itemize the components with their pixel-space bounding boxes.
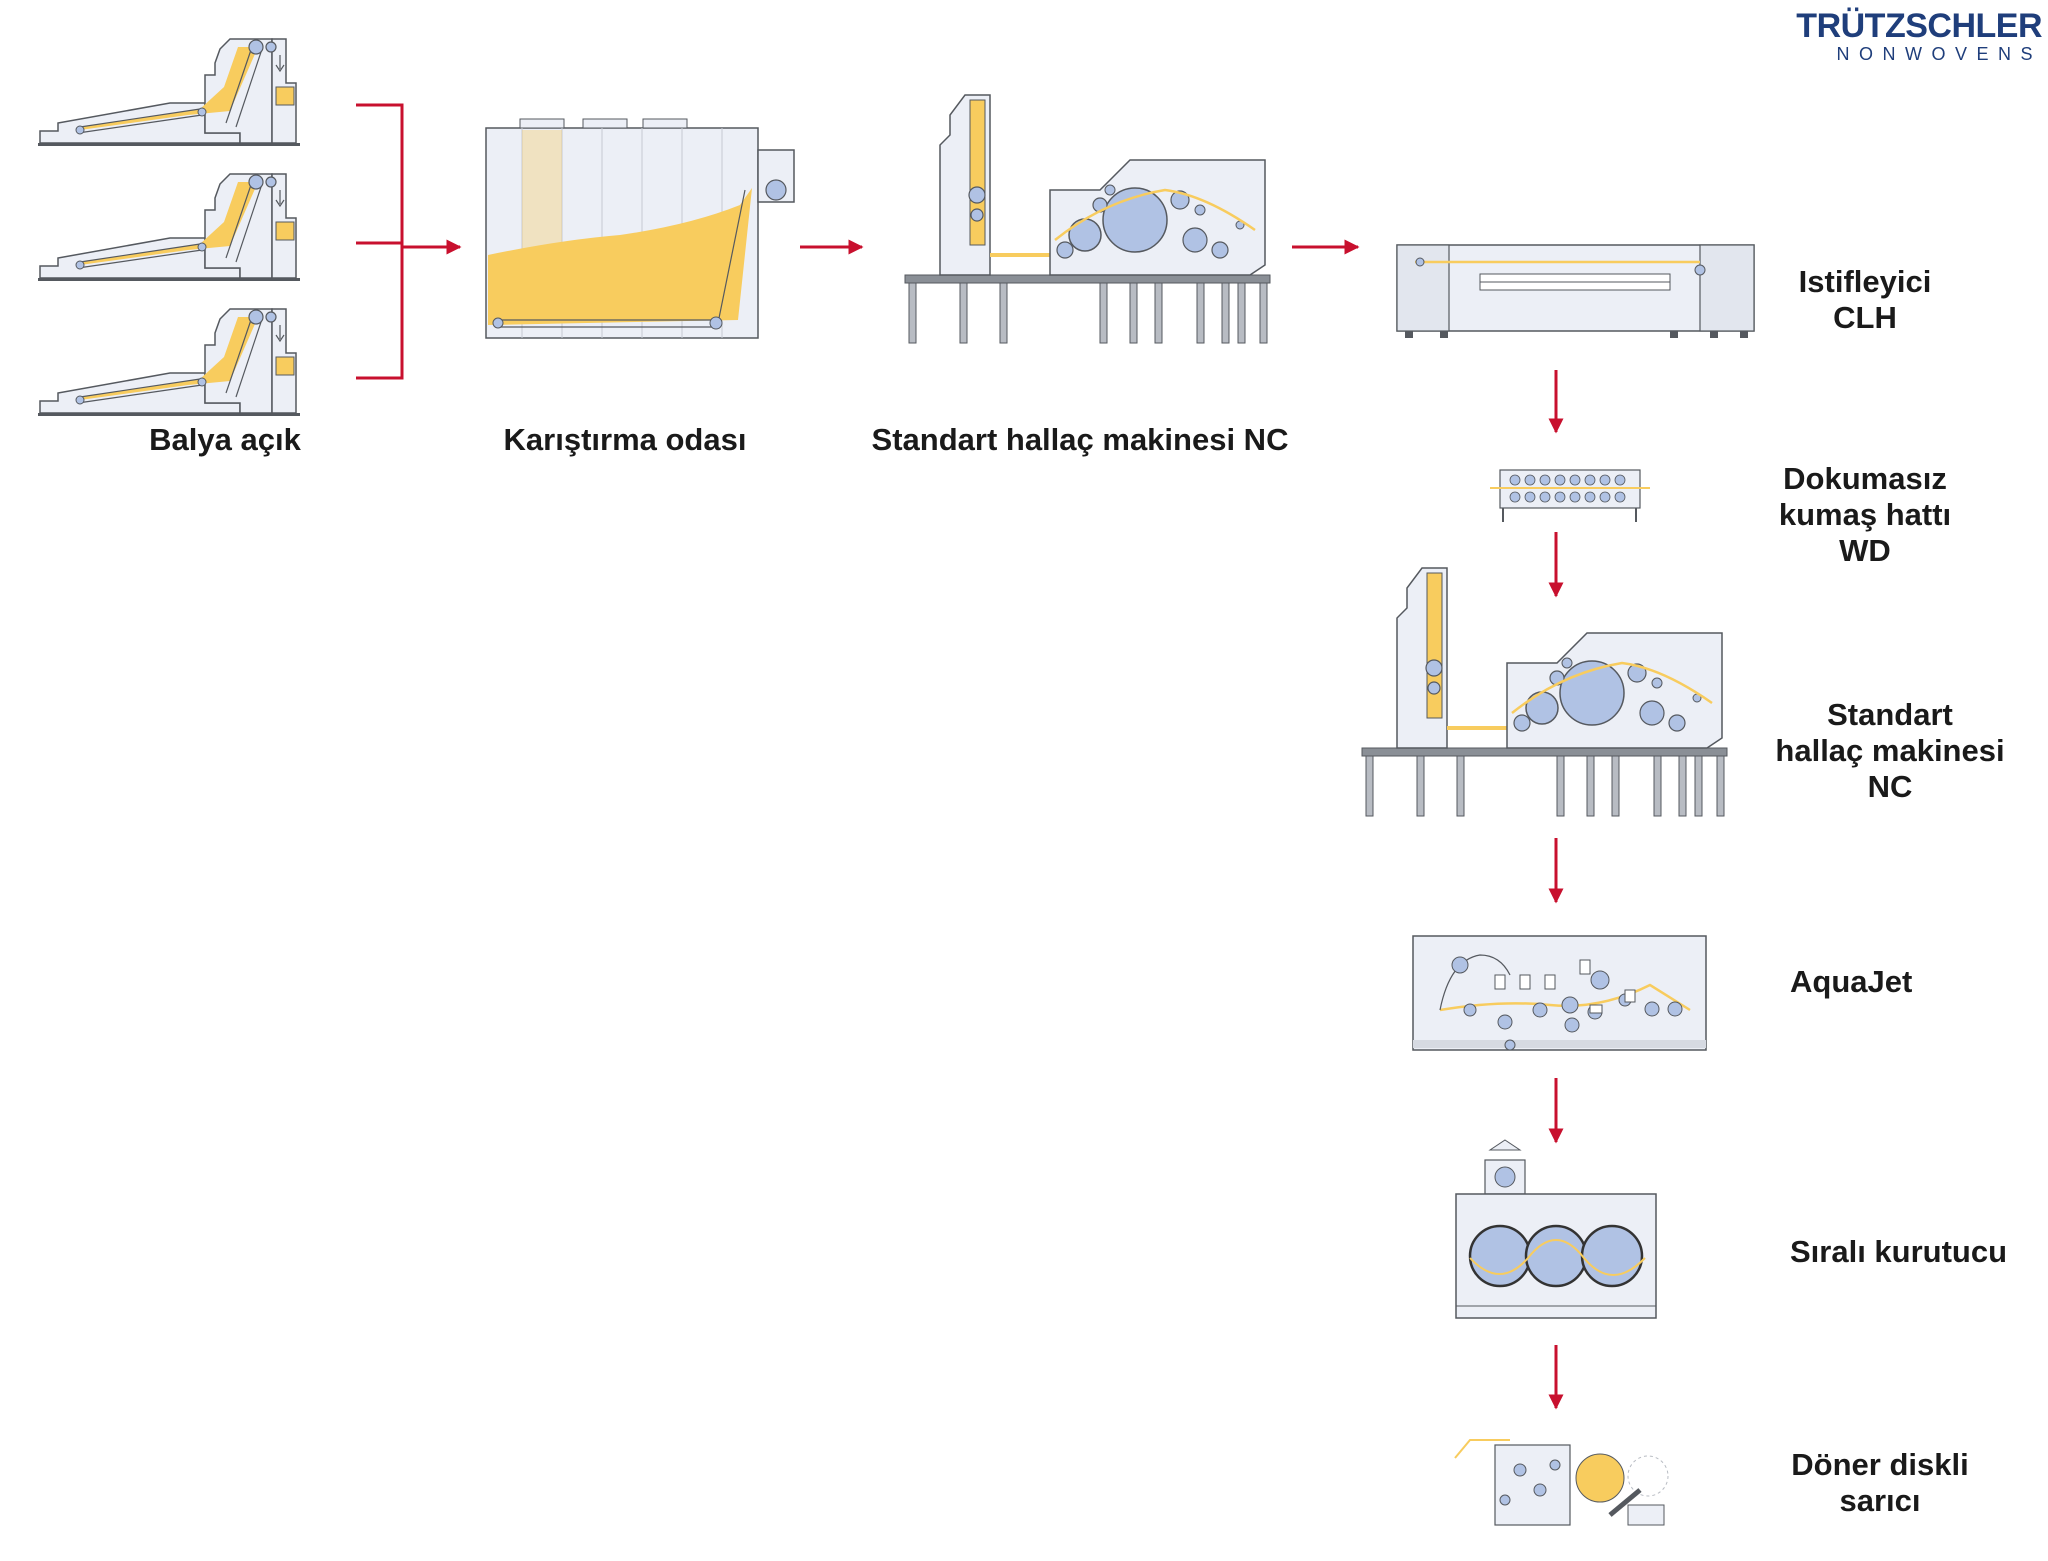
logo-division: NONWOVENS xyxy=(1836,44,2042,64)
label-card-top-text: Standart hallaç makinesi NC xyxy=(871,422,1289,457)
label-mixing-chamber-text: Karıştırma odası xyxy=(503,422,747,457)
logo-brand: TRÜTZSCHLER xyxy=(1796,7,2042,45)
label-bale-opener: Balya açık xyxy=(125,422,325,458)
label-card-top: Standart hallaç makinesi NC xyxy=(860,422,1300,458)
label-bale-opener-text: Balya açık xyxy=(149,422,301,457)
winder-icon xyxy=(1454,1439,1669,1526)
label-card-right: Standart hallaç makinesi NC xyxy=(1770,697,2010,805)
drum-dryer-icon xyxy=(1455,1139,1657,1319)
label-crosslapper-line1: Istifleyici xyxy=(1798,264,1932,299)
bale-opener-machine-icon xyxy=(37,38,301,417)
label-dryer: Sıralı kurutucu xyxy=(1790,1234,2007,1270)
label-crosslapper-line2: CLH xyxy=(1833,300,1897,335)
label-drafter-line2: kumaş hattı xyxy=(1778,497,1952,532)
label-card-right-line2: hallaç makinesi xyxy=(1775,733,2005,768)
crosslapper-icon xyxy=(1396,244,1755,338)
label-winder: Döner diskli sarıcı xyxy=(1780,1447,1980,1519)
label-aquajet: AquaJet xyxy=(1790,964,1912,1000)
label-card-right-line1: Standart xyxy=(1827,697,1953,732)
mixing-chamber-icon xyxy=(485,118,795,339)
label-crosslapper: Istifleyici CLH xyxy=(1790,264,1940,336)
label-drafter-line1: Dokumasız xyxy=(1783,461,1947,496)
hydroentanglement-icon xyxy=(1412,935,1707,1051)
carding-machine-icon xyxy=(1360,566,1729,818)
label-winder-line2: sarıcı xyxy=(1839,1483,1921,1518)
label-card-right-line3: NC xyxy=(1867,769,1913,804)
web-drafter-icon xyxy=(1490,469,1650,522)
label-aquajet-text: AquaJet xyxy=(1790,964,1913,999)
label-winder-line1: Döner diskli xyxy=(1791,1447,1969,1482)
label-dryer-text: Sıralı kurutucu xyxy=(1790,1234,2008,1269)
label-drafter-line3: WD xyxy=(1839,533,1891,568)
carding-machine-icon xyxy=(903,93,1272,345)
label-drafter: Dokumasız kumaş hattı WD xyxy=(1770,461,1960,569)
bale-opener-connector xyxy=(356,103,404,380)
trutzschler-logo: TRÜTZSCHLER NONWOVENS xyxy=(1796,8,2042,64)
label-mixing-chamber: Karıştırma odası xyxy=(480,422,770,458)
